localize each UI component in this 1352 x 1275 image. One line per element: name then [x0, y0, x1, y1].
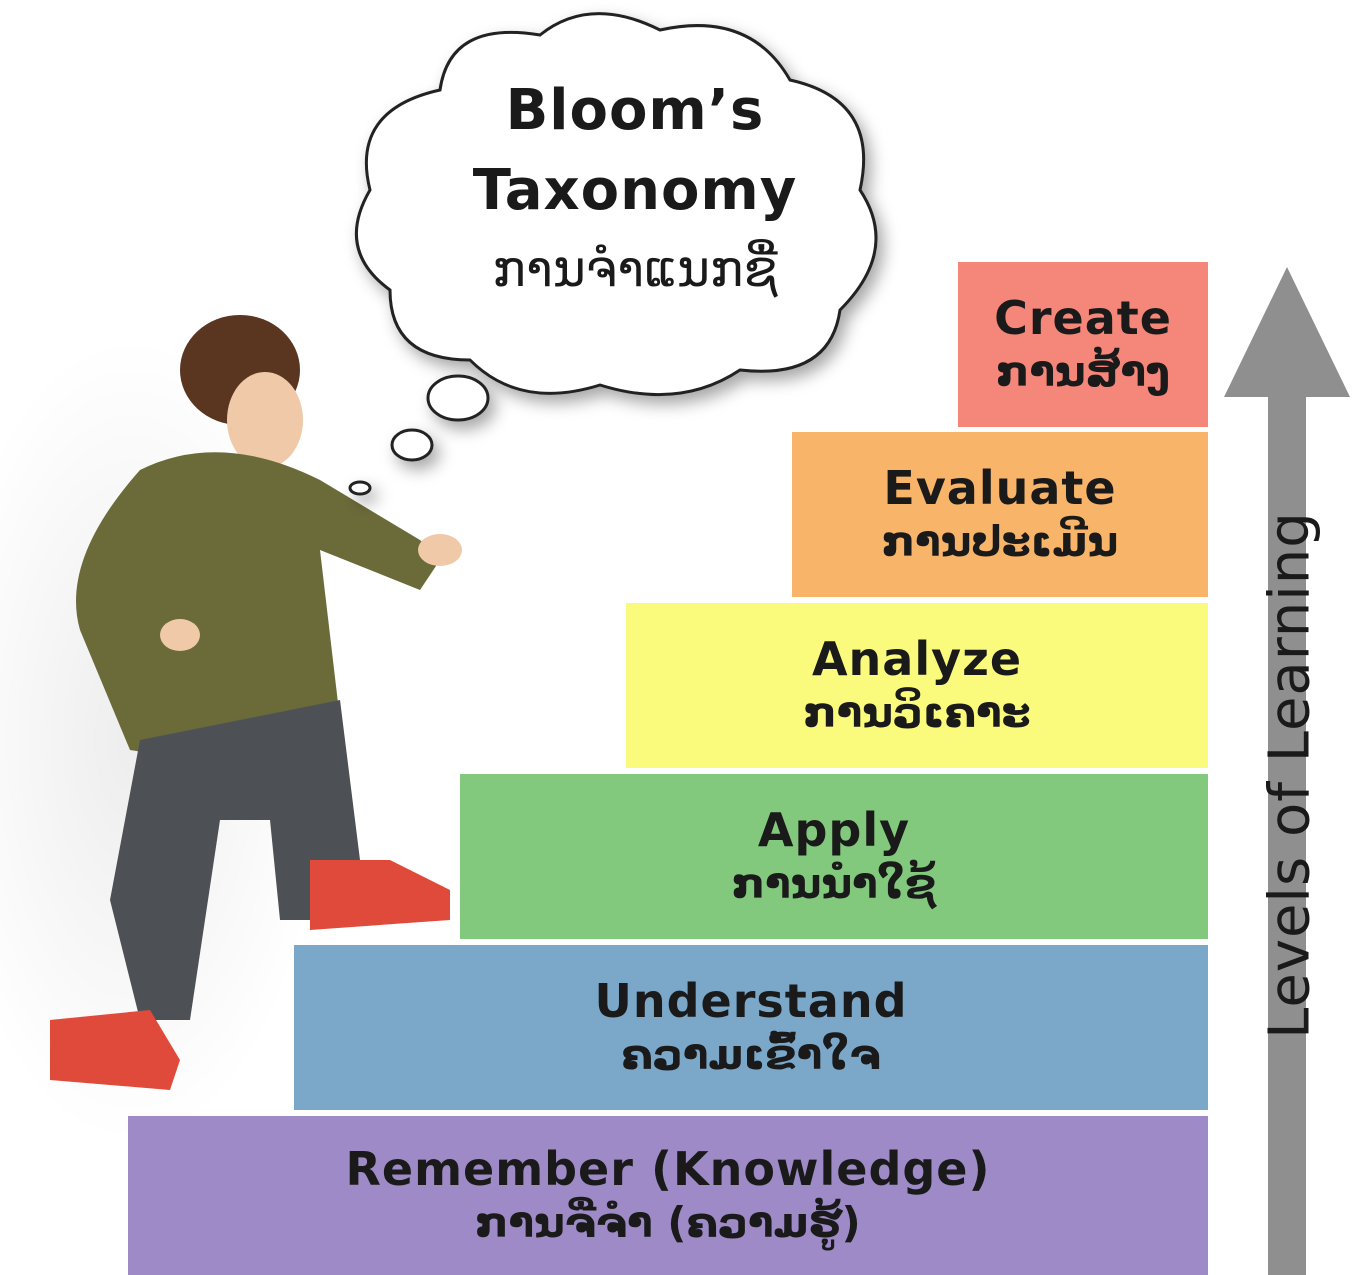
level-apply-lao: ການນຳໃຊ້ [731, 858, 937, 908]
level-analyze: Analyze ການວິເຄາະ [626, 603, 1208, 768]
level-analyze-lao: ການວິເຄາະ [803, 687, 1031, 737]
level-create-lao: ການສ້າງ [996, 346, 1170, 396]
level-apply: Apply ການນຳໃຊ້ [460, 774, 1208, 939]
level-apply-en: Apply [757, 802, 911, 857]
level-evaluate: Evaluate ການປະເມີນ [792, 432, 1208, 597]
cloud-subtitle: ການຈຳແນກຊື່ [492, 240, 778, 298]
level-understand: Understand ຄວາມເຂົ້າໃຈ [294, 945, 1208, 1110]
level-create: Create ການສ້າງ [958, 262, 1208, 427]
level-remember-lao: ການຈື່ຈຳ (ຄວາມຮູ້) [475, 1197, 861, 1247]
cloud-title-line1: Bloom’s [505, 78, 765, 143]
boy-illustration [50, 315, 462, 1090]
levels-of-learning-label: Levels of Learning [1257, 511, 1323, 1039]
level-create-en: Create [994, 290, 1172, 345]
up-arrow-icon [1224, 267, 1350, 1275]
cloud-title-line2: Taxonomy [472, 158, 798, 223]
level-remember: Remember (Knowledge) ການຈື່ຈຳ (ຄວາມຮູ້) [128, 1116, 1208, 1275]
level-analyze-en: Analyze [811, 631, 1023, 686]
level-remember-en: Remember (Knowledge) [345, 1141, 991, 1196]
level-evaluate-lao: ການປະເມີນ [881, 516, 1119, 566]
level-evaluate-en: Evaluate [883, 460, 1117, 515]
thought-cloud [348, 12, 878, 496]
level-understand-en: Understand [594, 973, 908, 1028]
level-understand-lao: ຄວາມເຂົ້າໃຈ [621, 1029, 881, 1079]
